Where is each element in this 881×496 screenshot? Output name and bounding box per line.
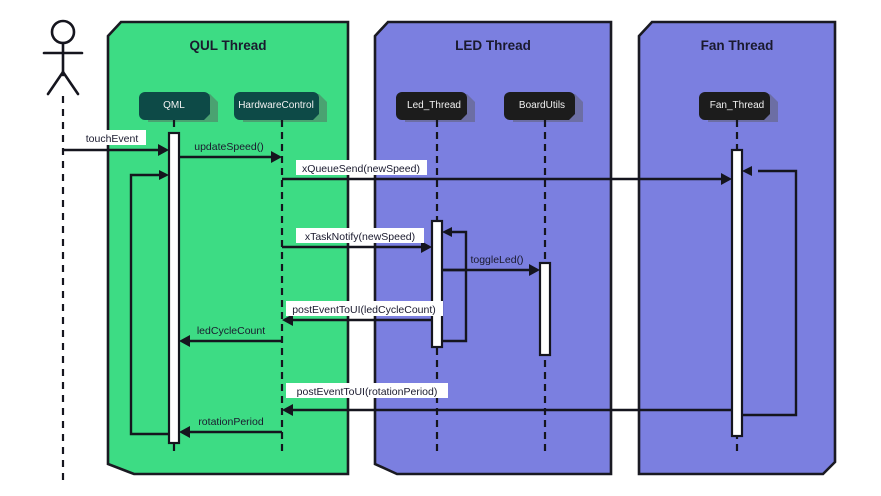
- message-posteventtoui-rotationperiod-label-bg: [286, 383, 448, 398]
- activation-bar-boardutils: [538, 261, 552, 357]
- self-loop-led-thread-arrowhead: [442, 227, 452, 237]
- activation-bar-led-thread: [430, 219, 444, 349]
- participant-led-thread[interactable]: Led_Thread: [396, 92, 475, 122]
- message-posteventtoui-ledcyclecount-arrowhead: [282, 314, 293, 326]
- message-touchevent[interactable]: touchEvent: [63, 130, 169, 156]
- message-ledcyclecount-arrowhead: [179, 335, 190, 347]
- message-posteventtoui-rotationperiod-arrowhead: [282, 404, 293, 416]
- participant-boardutils-shape: [504, 92, 575, 120]
- message-xtasknotify-arrowhead: [421, 241, 432, 253]
- message-xqueuesend-arrowhead: [721, 173, 732, 185]
- self-loop-qml-arrowhead: [159, 170, 169, 180]
- message-rotationperiod[interactable]: rotationPeriod: [179, 416, 282, 438]
- message-toggleled[interactable]: toggleLed(): [442, 254, 540, 276]
- message-touchevent-label: touchEvent: [86, 133, 139, 145]
- participant-led-thread-shape: [396, 92, 467, 120]
- message-posteventtoui-ledcyclecount-label-bg: [286, 301, 443, 316]
- group-led-thread-shape: [373, 20, 613, 476]
- message-toggleled-arrowhead: [529, 264, 540, 276]
- message-xqueuesend-label: xQueueSend(newSpeed): [302, 163, 420, 175]
- self-loop-qml: [129, 173, 169, 436]
- message-xtasknotify-label-bg: [296, 228, 424, 243]
- participant-hardwarecontrol-label: HardwareControl: [238, 100, 314, 111]
- participant-fan-thread[interactable]: Fan_Thread: [699, 92, 778, 122]
- activation-bar-fan-thread: [730, 148, 744, 438]
- message-ledcyclecount[interactable]: ledCycleCount: [179, 325, 282, 347]
- message-xtasknotify[interactable]: xTaskNotify(newSpeed): [282, 228, 432, 253]
- message-ledcyclecount-label: ledCycleCount: [197, 325, 265, 337]
- message-toggleled-label: toggleLed(): [470, 254, 523, 266]
- message-rotationperiod-arrowhead: [179, 426, 190, 438]
- message-xtasknotify-label: xTaskNotify(newSpeed): [305, 231, 415, 243]
- message-posteventtoui-ledcyclecount[interactable]: postEventToUI(ledCycleCount): [282, 301, 443, 326]
- self-loop-fan-thread-arrowhead: [742, 166, 752, 176]
- participant-boardutils[interactable]: BoardUtils: [504, 92, 583, 122]
- group-led-thread-title: LED Thread: [455, 38, 531, 53]
- message-touchevent-label-bg: [78, 130, 146, 145]
- group-fan-thread-title: Fan Thread: [701, 38, 774, 53]
- participant-qml[interactable]: QML: [139, 92, 218, 122]
- message-posteventtoui-rotationperiod[interactable]: postEventToUI(rotationPeriod): [282, 383, 732, 416]
- message-updatespeed-label: updateSpeed(): [194, 141, 263, 153]
- participant-hardwarecontrol[interactable]: HardwareControl: [234, 92, 327, 122]
- actor-head-icon: [50, 19, 76, 45]
- participant-qml-shape: [139, 92, 210, 120]
- participant-led-thread-label: Led_Thread: [407, 100, 461, 111]
- message-xqueuesend-label-bg: [296, 160, 427, 175]
- participant-fan-thread-label: Fan_Thread: [710, 100, 764, 111]
- message-rotationperiod-label: rotationPeriod: [198, 416, 264, 428]
- self-loop-led-thread-tail: [442, 270, 468, 343]
- user-actor[interactable]: [42, 19, 84, 486]
- self-loop-fan-thread: [742, 169, 798, 417]
- participant-boardutils-label: BoardUtils: [519, 100, 565, 111]
- message-posteventtoui-rotationperiod-label: postEventToUI(rotationPeriod): [297, 386, 438, 398]
- message-touchevent-arrowhead: [158, 144, 169, 156]
- group-led-thread: LED Thread: [373, 20, 613, 476]
- message-updatespeed[interactable]: updateSpeed(): [179, 141, 282, 163]
- actor-leg-left-icon: [46, 70, 65, 96]
- message-updatespeed-arrowhead: [271, 151, 282, 163]
- group-qul-thread-title: QUL Thread: [189, 38, 266, 53]
- actor-leg-right-icon: [61, 70, 80, 96]
- participant-qml-label: QML: [163, 100, 185, 111]
- message-xqueuesend[interactable]: xQueueSend(newSpeed): [282, 160, 732, 185]
- message-posteventtoui-ledcyclecount-label: postEventToUI(ledCycleCount): [292, 304, 436, 316]
- activation-bar-qml: [167, 131, 181, 445]
- participant-fan-thread-shape: [699, 92, 770, 120]
- participant-hardwarecontrol-shape: [234, 92, 319, 120]
